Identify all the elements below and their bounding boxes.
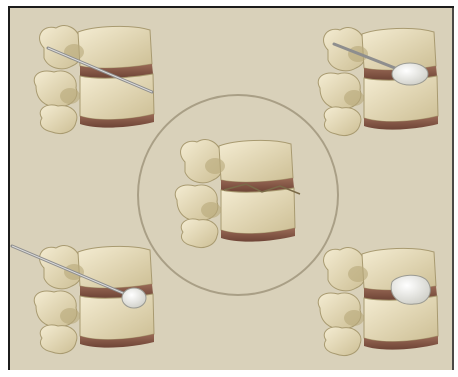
panel-top-left xyxy=(34,26,154,134)
panel-bottom-right xyxy=(318,248,438,356)
panel-top-right xyxy=(318,28,438,136)
bone-cement xyxy=(391,275,430,304)
balloon-tip xyxy=(122,288,146,308)
panel-center xyxy=(175,140,300,248)
inflated-balloon xyxy=(392,63,428,85)
